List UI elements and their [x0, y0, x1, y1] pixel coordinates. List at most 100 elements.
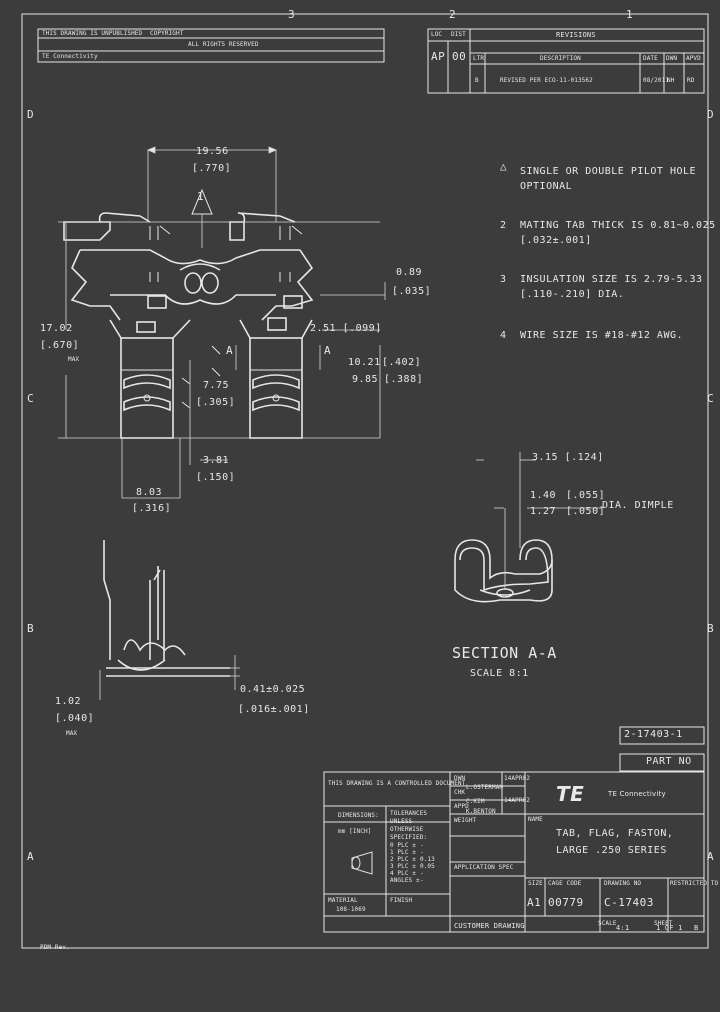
form-number: PDM Rev. — [40, 944, 70, 951]
dim-width: 19.56 — [196, 146, 229, 157]
rev-apvd: RD — [687, 77, 695, 84]
dim-offset: 2.51 [.099] — [310, 323, 382, 334]
dim-pitch-inch: [.316] — [132, 503, 172, 514]
section-arrow-right: A — [324, 344, 332, 357]
application-spec-label: APPLICATION SPEC — [454, 864, 514, 871]
dim-barrel: 7.75 — [203, 380, 230, 391]
tolerance-value: - — [420, 870, 424, 877]
finish-label: FINISH — [390, 897, 413, 904]
rev-col-date: DATE — [643, 55, 658, 62]
dimensions-units: mm [INCH] — [338, 828, 372, 835]
tolerance-value: 0.13 — [420, 856, 435, 863]
tolerance-value: - — [420, 877, 424, 884]
sec-dim-min: 1.27 — [530, 506, 557, 517]
note-2-line1: MATING TAB THICK IS 0.81~0.025 — [520, 220, 716, 231]
zone-marker: 3 — [288, 8, 295, 21]
zone-marker: B — [27, 622, 34, 635]
dimensions-label: DIMENSIONS: — [338, 812, 379, 819]
scale-label: SCALE — [598, 920, 617, 927]
tolerance-line: ANGLES ± — [390, 877, 420, 884]
tolerance-line: 2 PLC ± — [390, 856, 416, 863]
appd-name: K.BENTON — [466, 808, 496, 815]
restricted-label: RESTRICTED TO — [670, 880, 719, 887]
revision-value: B — [694, 924, 699, 932]
dimension-lines-top — [58, 146, 386, 499]
section-a-a — [454, 452, 602, 603]
terminal-side-view — [99, 540, 240, 700]
tolerance-list: 0 PLC ± 1 PLC ± 2 PLC ± 3 PLC ± 4 PLC ± … — [390, 842, 446, 884]
sec-dim-max-inch: [.055] — [566, 490, 606, 501]
section-title: SECTION A-A — [452, 644, 557, 662]
dim-thick-inch: [.040] — [55, 713, 95, 724]
rev-date: 08/2011 — [643, 77, 669, 84]
note-1-line2: OPTIONAL — [520, 181, 573, 192]
note-2-line2: [.032±.001] — [520, 235, 592, 246]
sec-dim-width: 3.15 [.124] — [532, 452, 604, 463]
size-label: SIZE — [528, 880, 543, 887]
note-2-number: 2 — [500, 220, 507, 231]
cage-code-value: 00779 — [548, 896, 584, 909]
dim-stock-inch: [.016±.001] — [238, 704, 310, 715]
zone-marker: 2 — [449, 8, 456, 21]
note-4-number: 4 — [500, 330, 507, 341]
product-spec: 108-1069 — [336, 906, 366, 913]
section-arrow-left: A — [226, 344, 234, 357]
dim-thick: 1.02 — [55, 696, 82, 707]
header-copyright: COPYRIGHT — [150, 30, 184, 37]
part-title-line2: LARGE .250 SERIES — [556, 845, 667, 856]
dim-height-min: 9.85 — [352, 374, 379, 385]
tolerance-values: - - 0.13 0.05 - - — [420, 842, 448, 884]
part-number-label: PART NO — [646, 756, 692, 767]
dim-width-inch: [.770] — [192, 163, 232, 174]
tolerance-value: - — [420, 849, 424, 856]
sheet-label: SHEET — [654, 920, 673, 927]
rev-dwn: NH — [667, 77, 675, 84]
dim-height-max: 10.21 — [348, 357, 381, 368]
appd-label: APPD — [454, 803, 469, 810]
zone-marker: B — [707, 622, 714, 635]
flag-label: 1 — [197, 190, 205, 203]
drawing-number: C-17403 — [604, 896, 654, 909]
tolerance-value: 0.05 — [420, 863, 435, 870]
note-flag-triangle — [191, 188, 213, 248]
dim-length-inch: [.670] — [40, 340, 80, 351]
terminal-top-view — [63, 212, 314, 439]
sec-dim-max: 1.40 — [530, 490, 557, 501]
rev-col-ltr: LTR — [473, 55, 485, 62]
note-4-line1: WIRE SIZE IS #18-#12 AWG. — [520, 330, 684, 341]
dim-gap-inch: [.150] — [196, 472, 236, 483]
chk-date: 14APR02 — [504, 797, 530, 804]
zone-marker: A — [27, 850, 34, 863]
tolerance-line: 3 PLC ± — [390, 863, 416, 870]
tolerances-label: TOLERANCES UNLESS OTHERWISE SPECIFIED: — [390, 810, 428, 841]
note-3-line2: [.110-.210] DIA. — [520, 289, 625, 300]
dim-pitch: 8.03 — [136, 487, 163, 498]
name-label: NAME — [528, 816, 543, 823]
header-unpublished: THIS DRAWING IS UNPUBLISHED — [42, 30, 143, 37]
controlled-doc: THIS DRAWING IS A CONTROLLED DOCUMENT — [328, 780, 466, 787]
drawing-no-label: DRAWING NO — [604, 880, 642, 887]
zone-marker: 1 — [626, 8, 633, 21]
zone-marker: D — [707, 108, 714, 121]
dwn-date: 14APR02 — [504, 775, 530, 782]
weight-label: WEIGHT — [454, 817, 477, 824]
header-loc-label: LOC — [431, 31, 443, 38]
zone-marker: D — [27, 108, 34, 121]
zone-marker: C — [707, 392, 714, 405]
customer-drawing: CUSTOMER DRAWING — [454, 922, 525, 930]
sec-dim-min-inch: [.050] — [566, 506, 606, 517]
tolerance-line: 0 PLC ± — [390, 842, 416, 849]
dwn-label: DWN — [454, 775, 466, 782]
header-loc-value: AP — [431, 50, 446, 63]
dim-stock: 0.41±0.025 — [240, 684, 306, 695]
part-number: 2-17403-1 — [624, 729, 683, 740]
tolerance-value: - — [420, 842, 424, 849]
sec-dim-dimple: DIA. DIMPLE — [602, 500, 674, 511]
chk-label: CHK — [454, 789, 466, 796]
size-value: A1 — [527, 896, 542, 909]
te-logo-icon: TE — [556, 782, 585, 806]
tolerance-line: 1 PLC ± — [390, 849, 416, 856]
dim-height-max-inch: [.402] — [382, 357, 422, 368]
dim-tab: 0.89 — [396, 267, 423, 278]
